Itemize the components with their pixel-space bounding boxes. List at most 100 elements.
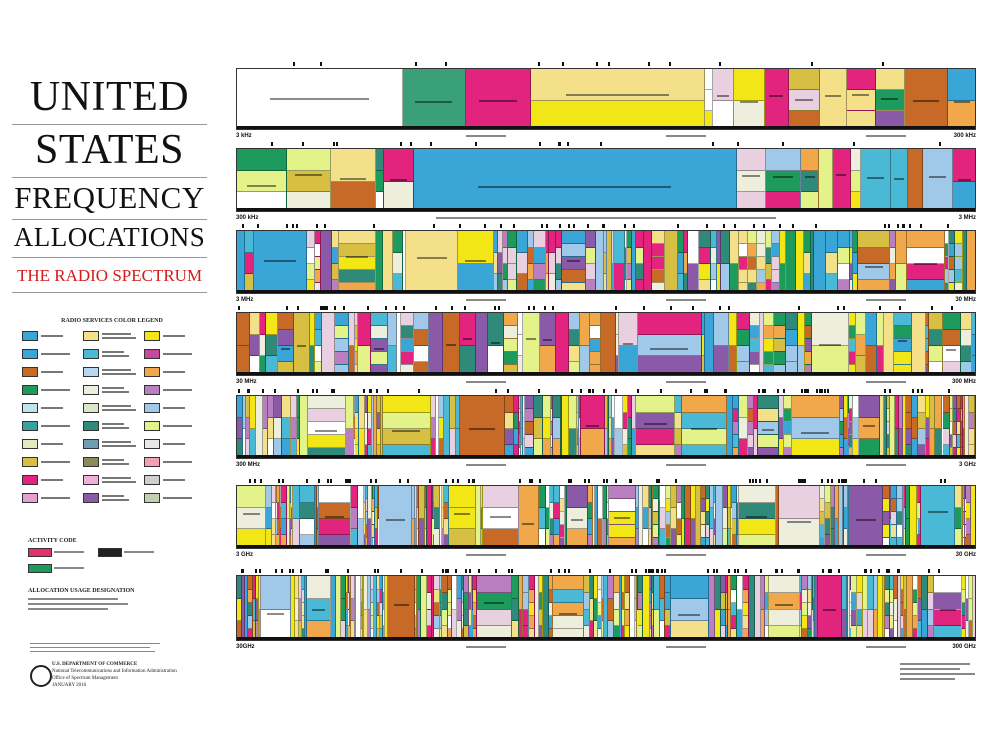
allocation-segment [307,396,346,458]
doc-footer: U.S. DEPARTMENT OF COMMERCE National Tel… [30,640,200,705]
allocation-segment [353,396,356,458]
allocation-segment [531,69,705,129]
allocation-segment [802,576,808,640]
allocation-segment [533,231,546,293]
allocation-segment [379,576,383,640]
ntia-seal-icon [30,665,52,687]
legend-item [22,420,80,432]
allocation-segment [960,313,973,375]
allocation-segment [287,486,290,548]
allocation-segment [849,231,853,293]
allocation-segment [286,149,332,211]
allocation-segment [349,576,351,640]
allocation-segment [677,231,685,293]
allocation-segment [730,576,737,640]
allocation-segment [356,576,362,640]
allocation-segment [362,576,364,640]
allocation-segment [609,396,612,458]
allocation-segment [843,396,848,458]
allocation-segment [757,231,767,293]
allocation-segment [726,576,728,640]
band-start-label: 3 MHz [236,297,254,303]
allocation-segment [866,313,877,375]
allocation-segment [705,486,711,548]
allocation-segment [704,69,713,129]
allocation-segment [720,576,727,640]
legend-title: RADIO SERVICES COLOR LEGEND [61,318,163,324]
allocation-segment [743,576,750,640]
allocation-segment [297,396,300,458]
allocation-segment [796,231,805,293]
allocation-segment [359,396,365,458]
allocation-segment [910,486,917,548]
legend-swatch [144,421,160,431]
allocation-segment [260,313,267,375]
allocation-segment [412,486,415,548]
band-end-label: 300 MHz [951,379,976,385]
allocation-segment [522,313,540,375]
allocation-segment [893,576,899,640]
allocation-segment [607,486,609,548]
allocation-segment [712,69,734,129]
band-start-label: 30 MHz [236,379,257,385]
allocation-segment [419,486,425,548]
allocation-segment [494,231,498,293]
allocation-segment [376,231,384,293]
legend-swatch [144,439,160,449]
allocation-segment [813,231,826,293]
legend-swatch [83,403,99,413]
allocation-segment [607,231,612,293]
allocation-segment [626,231,632,293]
allocation-segment [652,576,655,640]
allocation-segment [670,486,677,548]
allocation-segment [748,396,755,458]
agency-office: Office of Spectrum Management [52,676,118,681]
allocation-segment [942,396,951,458]
allocation-segment [764,69,789,129]
activity-swatch [98,548,122,557]
allocation-segment [660,486,666,548]
legend-swatch [144,367,160,377]
allocation-segment [542,396,552,458]
legend-swatch [144,385,160,395]
allocation-segment [502,231,509,293]
allocation-segment [921,576,929,640]
allocation-segment [966,486,972,548]
color-legend: RADIO SERVICES COLOR LEGEND [22,318,202,504]
spectrum-band [236,230,976,294]
allocation-segment [905,396,912,458]
allocation-segment [834,486,839,548]
legend-item [22,474,80,486]
allocation-segment [246,396,250,458]
legend-swatch [22,331,38,341]
activity-code: ACTIVITY CODE [28,538,203,578]
allocation-segment [629,576,635,640]
legend-swatch [83,493,99,503]
allocation-segment [585,231,596,293]
band-end-label: 3 GHz [958,462,976,468]
allocation-segment [624,231,627,293]
allocation-segment [382,396,431,458]
allocation-segment [883,313,895,375]
allocation-segment [962,231,968,293]
allocation-segment [665,231,678,293]
allocation-segment [528,576,535,640]
allocation-segment [945,231,950,293]
allocation-segment [347,576,350,640]
allocation-segment [923,149,954,211]
allocation-segment [877,576,884,640]
allocation-segment [432,576,435,640]
allocation-segment [949,231,955,293]
allocation-segment [779,486,820,548]
allocation-segment [242,576,245,640]
allocation-segment [637,313,702,375]
allocation-segment [786,231,797,293]
allocation-segment [852,231,859,293]
allocation-segment [964,486,967,548]
legend-item [144,366,202,378]
allocation-segment [817,576,842,640]
allocation-segment [708,576,716,640]
allocation-segment [688,231,699,293]
allocation-segment [676,486,682,548]
agency-date: JANUARY 2016 [52,683,87,688]
